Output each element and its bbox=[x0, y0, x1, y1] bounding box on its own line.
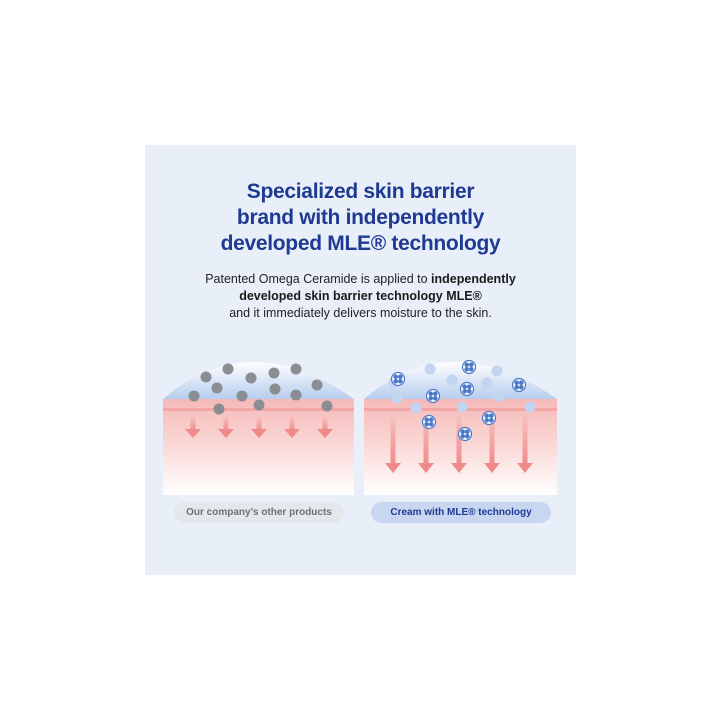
title-line-3: developed MLE® technology bbox=[220, 232, 501, 255]
title-line-2: brand with independently bbox=[236, 206, 485, 229]
content-panel: Specialized skin barrier brand with inde… bbox=[145, 145, 576, 575]
comparison-illustration bbox=[163, 359, 557, 495]
mle-cream-label: Cream with MLE® technology bbox=[371, 502, 551, 523]
right-comparison-cell bbox=[364, 359, 557, 495]
description-line-1: Patented Omega Ceramide is applied to in… bbox=[205, 272, 516, 286]
right-moisture-dome bbox=[364, 362, 557, 399]
page-title: Specialized skin barrier brand with inde… bbox=[145, 179, 576, 257]
left-skin-layer bbox=[163, 399, 354, 495]
left-moisture-dome bbox=[163, 362, 354, 399]
gray-particle-icon bbox=[188, 363, 333, 415]
left-comparison-cell bbox=[163, 362, 354, 495]
description-line-3: and it immediately delivers moisture to … bbox=[229, 306, 492, 320]
description: Patented Omega Ceramide is applied to in… bbox=[145, 271, 576, 322]
description-line-2: developed skin barrier technology MLE® bbox=[239, 289, 482, 303]
moisture-droplet-icon bbox=[388, 363, 536, 414]
title-line-1: Specialized skin barrier bbox=[246, 180, 475, 203]
other-products-label: Our company’s other products bbox=[174, 502, 344, 523]
